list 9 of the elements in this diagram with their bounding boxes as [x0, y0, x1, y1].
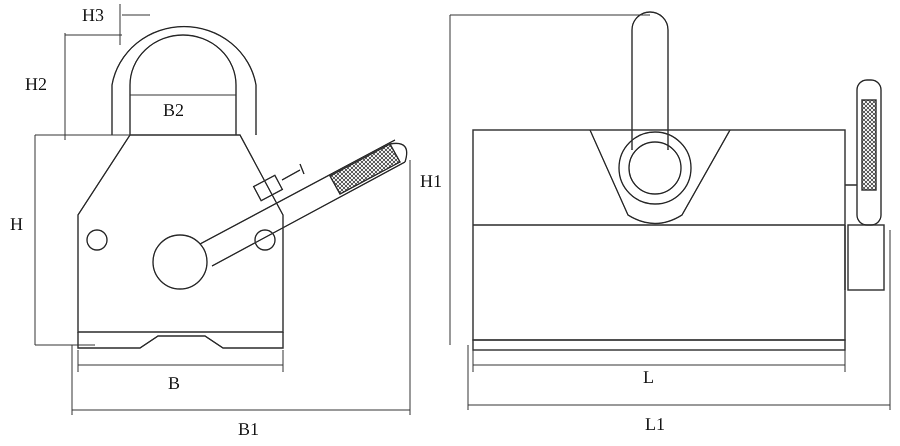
dimension-label: H1	[420, 172, 442, 190]
dimension-label: B2	[163, 101, 184, 119]
dimension-label: L1	[645, 415, 665, 433]
dimension-label: H3	[82, 6, 104, 24]
dimension-label: H	[10, 215, 23, 233]
dimension-label: B1	[238, 420, 260, 438]
dimension-label: B	[168, 374, 180, 392]
dimension-label: L	[643, 368, 654, 386]
dimension-label: H2	[25, 75, 47, 93]
